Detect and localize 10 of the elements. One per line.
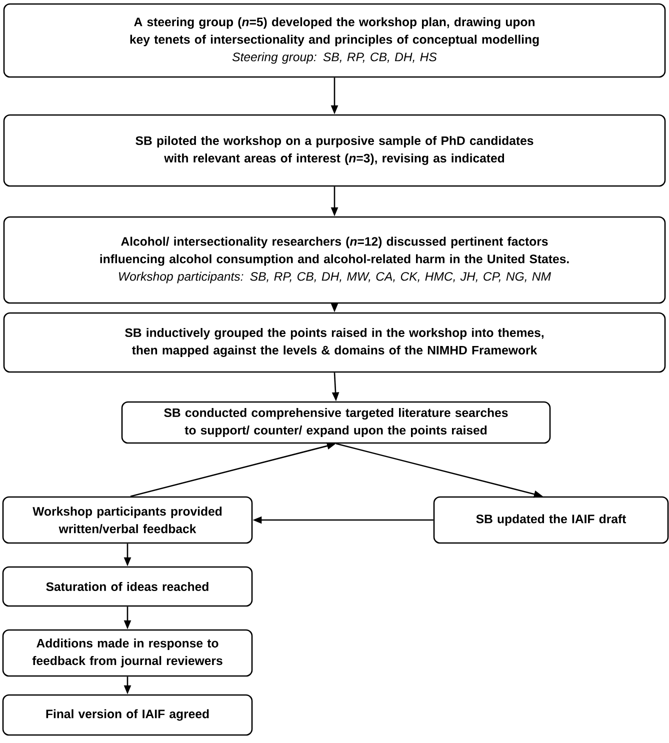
process-box: SB inductively grouped the points raised in the workshop into themes, then mapped against the levels & domains of the NIMHD Framework xyxy=(3,312,666,373)
process-box: A steering group (n=5) developed the workshop plan, drawing upon key tenets of intersectionality and principles of conceptual modelling Steering group: SB, RP, CB, DH, HS xyxy=(3,3,666,78)
process-box: SB conducted comprehensive targeted literature searches to support/ counter/ expand upon the points raised xyxy=(121,401,551,444)
process-box: Additions made in response to feedback from journal reviewers xyxy=(2,629,253,677)
process-box: SB piloted the workshop on a purposive sample of PhD candidates with relevant areas of interest (n=3), revising as indicated xyxy=(3,114,666,187)
process-box: Workshop participants provided written/verbal feedback xyxy=(2,496,253,544)
process-box: Alcohol/ intersectionality researchers (n=12) discussed pertinent factors influencing alcohol consumption and alcohol-related harm in the United States. Workshop participants: SB, RP, CB, DH, MW, CA, CK, HMC, JH, CP, NG, NM xyxy=(3,216,666,304)
process-box: SB updated the IAIF draft xyxy=(433,496,669,544)
process-box: Final version of IAIF agreed xyxy=(2,694,253,736)
process-box: Saturation of ideas reached xyxy=(2,566,253,607)
